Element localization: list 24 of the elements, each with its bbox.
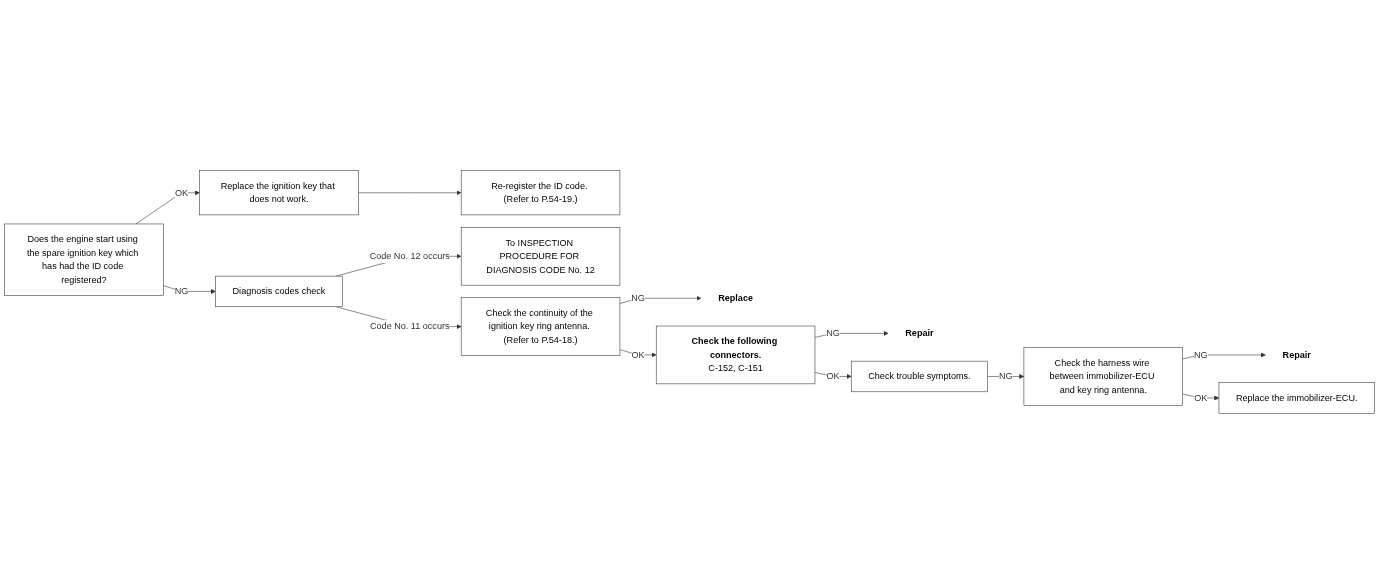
node-box: Check the continuity of the ignition key ring antenna. (Refer to P.54-18.) <box>460 297 621 356</box>
edge-label: OK <box>1194 392 1208 403</box>
node-box: Check the harness wire between immobilizer-ECU and key ring antenna. <box>1023 347 1183 406</box>
edge-label: NG <box>826 328 840 338</box>
edge-label: OK <box>174 187 188 198</box>
edge-label: NG <box>631 293 645 303</box>
edge-label: Code No. 12 occurs <box>369 251 450 261</box>
node-box: Replace the immobilizer-ECU. <box>1218 382 1375 414</box>
edge-label: NG <box>998 371 1013 382</box>
node-text: Repair <box>905 328 934 338</box>
node-box: Replace the ignition key that does not work. <box>199 170 359 216</box>
node-box: Does the engine start using the spare ignition key which has had the ID code registered? <box>4 223 164 296</box>
node-text: Repair <box>1282 349 1311 360</box>
edge-label: NG <box>174 286 189 296</box>
node-box: Re-register the ID code. (Refer to P.54-19.) <box>460 170 621 216</box>
node-box: Diagnosis codes check <box>215 275 343 308</box>
node-box: To INSPECTION PROCEDURE FOR DIAGNOSIS CODE No. 12 <box>460 227 621 286</box>
edge-label: Code No. 11 occurs <box>370 321 450 332</box>
node-box: Check trouble symptoms. <box>850 360 988 393</box>
edge-label: OK <box>826 371 840 382</box>
node-box: Check the following connectors. C-152, C-151 <box>655 325 816 385</box>
edge-label: OK <box>631 349 645 360</box>
edge-label: NG <box>1194 349 1208 360</box>
node-text: Replace <box>718 293 753 303</box>
